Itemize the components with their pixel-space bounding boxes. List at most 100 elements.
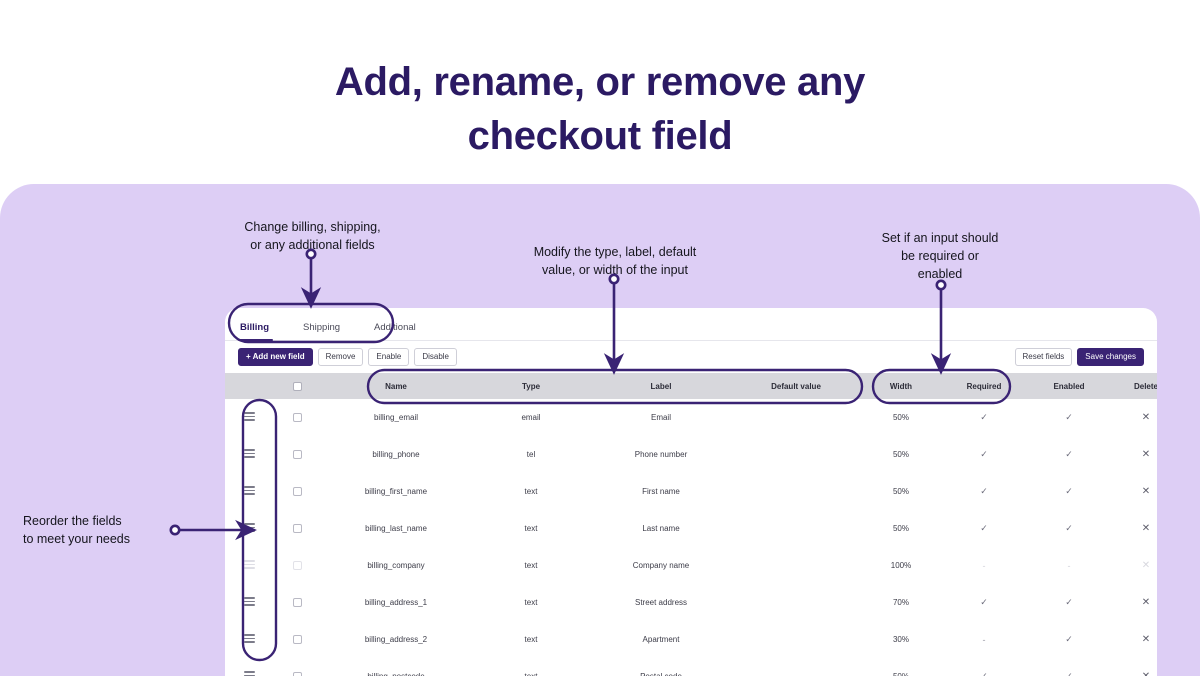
check-icon: ✓ [980, 671, 988, 676]
row-checkbox[interactable] [292, 487, 302, 497]
row-checkbox[interactable] [292, 413, 302, 423]
cell-default [731, 658, 861, 676]
cell-delete[interactable]: ✕ [1111, 658, 1157, 676]
row-select-cell[interactable] [273, 658, 321, 676]
row-select-cell[interactable] [273, 473, 321, 510]
remove-button[interactable]: Remove [317, 348, 364, 366]
delete-icon[interactable]: ✕ [1141, 597, 1151, 608]
check-icon: ✓ [1065, 597, 1073, 607]
drag-handle-icon[interactable] [243, 412, 255, 421]
enable-button[interactable]: Enable [368, 348, 410, 366]
row-reorder-cell[interactable] [225, 399, 273, 436]
cell-type: text [524, 561, 538, 570]
cell-delete[interactable]: ✕ [1111, 473, 1157, 510]
annotation-reorder-label: Reorder the fields to meet your needs [23, 514, 131, 547]
delete-icon[interactable]: ✕ [1141, 449, 1151, 460]
drag-handle-icon[interactable] [243, 634, 255, 643]
row-checkbox[interactable] [292, 450, 302, 460]
field-editor-card: Billing Shipping Additional + Add new fi… [225, 308, 1157, 676]
cell-label: Phone number [634, 450, 688, 459]
tab-billing[interactable]: Billing [238, 322, 283, 341]
row-reorder-cell[interactable] [225, 436, 273, 473]
select-all-checkbox[interactable] [292, 381, 302, 391]
reset-fields-button[interactable]: Reset fields [1014, 348, 1073, 366]
cell-delete[interactable]: ✕ [1111, 621, 1157, 658]
col-reorder [225, 373, 273, 399]
cell-enabled: - [1027, 547, 1111, 584]
page-title: Add, rename, or remove any checkout fiel… [0, 55, 1200, 163]
row-select-cell[interactable] [273, 621, 321, 658]
cell-required: ✓ [941, 584, 1027, 621]
check-icon: ✓ [1065, 671, 1073, 676]
dash-icon: - [982, 560, 986, 571]
cell-default [731, 436, 861, 473]
row-select-cell[interactable] [273, 584, 321, 621]
cell-type: text [471, 658, 591, 676]
row-reorder-cell[interactable] [225, 547, 273, 584]
delete-icon[interactable]: ✕ [1141, 560, 1151, 571]
row-checkbox[interactable] [292, 672, 302, 676]
cell-delete[interactable]: ✕ [1111, 510, 1157, 547]
delete-icon[interactable]: ✕ [1141, 523, 1151, 534]
drag-handle-icon[interactable] [243, 486, 255, 495]
cell-type: tel [526, 450, 536, 459]
row-select-cell[interactable] [273, 547, 321, 584]
cell-type: text [524, 487, 538, 496]
drag-handle-icon[interactable] [243, 560, 255, 569]
annotation-fields-label: Modify the type, label, default value, o… [533, 245, 697, 278]
cell-name: billing_phone [372, 450, 420, 459]
drag-handle-icon[interactable] [243, 671, 255, 676]
row-checkbox[interactable] [292, 561, 302, 571]
row-checkbox[interactable] [292, 598, 302, 608]
cell-default [731, 584, 861, 621]
delete-icon[interactable]: ✕ [1141, 412, 1151, 423]
cell-required: - [941, 547, 1027, 584]
cell-name: billing_first_name [364, 487, 428, 496]
save-changes-button[interactable]: Save changes [1077, 348, 1144, 366]
row-checkbox[interactable] [292, 635, 302, 645]
cell-enabled: ✓ [1027, 436, 1111, 473]
delete-icon[interactable]: ✕ [1141, 634, 1151, 645]
page-title-line-1: Add, rename, or remove any [334, 60, 866, 104]
row-select-cell[interactable] [273, 436, 321, 473]
row-reorder-cell[interactable] [225, 658, 273, 676]
fields-table: Name Type Label Default value Width Requ… [225, 373, 1157, 676]
check-icon: ✓ [1065, 634, 1073, 644]
check-icon: ✓ [980, 597, 988, 607]
cell-delete[interactable]: ✕ [1111, 547, 1157, 584]
cell-delete[interactable]: ✕ [1111, 436, 1157, 473]
row-reorder-cell[interactable] [225, 584, 273, 621]
toolbar-right-group: Reset fields Save changes [1014, 348, 1144, 366]
drag-handle-icon[interactable] [243, 523, 255, 532]
row-reorder-cell[interactable] [225, 621, 273, 658]
row-reorder-cell[interactable] [225, 510, 273, 547]
tab-shipping[interactable]: Shipping [303, 322, 341, 333]
cell-enabled: ✓ [1027, 399, 1111, 436]
delete-icon[interactable]: ✕ [1141, 486, 1151, 497]
col-default: Default value [731, 373, 861, 399]
check-icon: ✓ [1065, 486, 1073, 496]
fields-table-head: Name Type Label Default value Width Requ… [225, 373, 1157, 399]
cell-delete[interactable]: ✕ [1111, 399, 1157, 436]
check-icon: ✓ [1065, 412, 1073, 422]
cell-enabled: ✓ [1027, 584, 1111, 621]
row-reorder-cell[interactable] [225, 473, 273, 510]
check-icon: ✓ [980, 449, 988, 459]
drag-handle-icon[interactable] [243, 597, 255, 606]
row-select-cell[interactable] [273, 510, 321, 547]
add-new-field-button[interactable]: + Add new field [238, 348, 313, 366]
disable-button[interactable]: Disable [414, 348, 458, 366]
row-select-cell[interactable] [273, 399, 321, 436]
cell-delete[interactable]: ✕ [1111, 584, 1157, 621]
check-icon: ✓ [980, 486, 988, 496]
cell-type: text [524, 598, 538, 607]
delete-icon[interactable]: ✕ [1142, 671, 1150, 676]
tab-additional[interactable]: Additional [374, 322, 416, 333]
drag-handle-icon[interactable] [243, 449, 255, 458]
row-checkbox[interactable] [292, 524, 302, 534]
cell-type: text [524, 635, 538, 644]
